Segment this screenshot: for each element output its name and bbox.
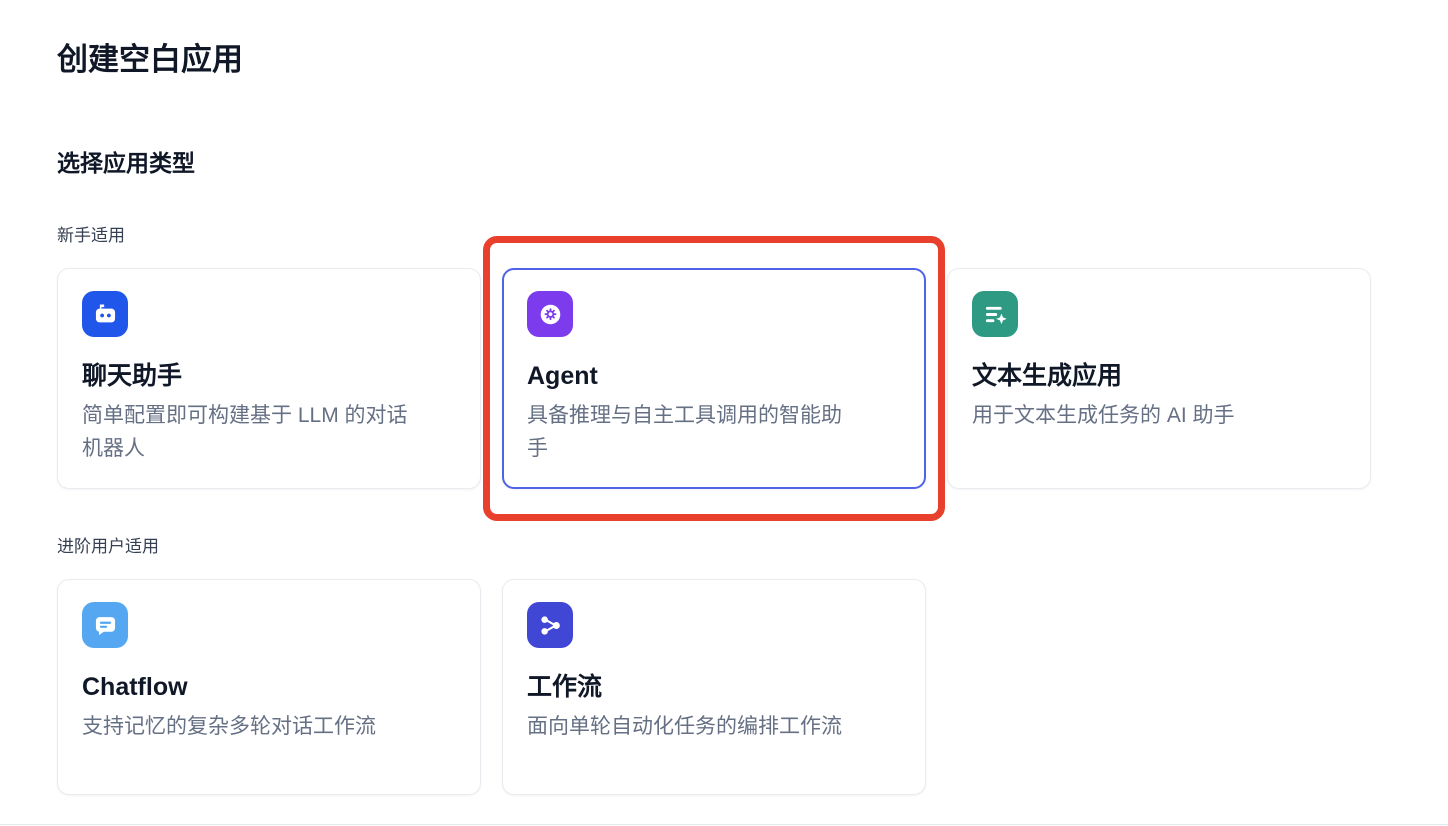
group-label-advanced: 进阶用户适用 xyxy=(57,537,159,556)
card-description-chatflow: 支持记忆的复杂多轮对话工作流 xyxy=(82,715,376,738)
bottom-divider xyxy=(0,824,1448,825)
advanced-cards-row: Chatflow 支持记忆的复杂多轮对话工作流 工作流 面向单轮自动化任务的编排… xyxy=(57,579,1391,795)
page-title: 创建空白应用 xyxy=(57,42,243,77)
chatflow-icon xyxy=(82,602,128,648)
text-generator-icon xyxy=(972,291,1018,337)
agent-card-slot: Agent 具备推理与自主工具调用的智能助手 xyxy=(483,236,945,521)
card-title-agent: Agent xyxy=(527,362,598,390)
card-title-chat-assistant: 聊天助手 xyxy=(82,362,183,390)
group-label-beginner: 新手适用 xyxy=(57,226,125,245)
card-title-chatflow: Chatflow xyxy=(82,673,188,701)
card-title-text-generator: 文本生成应用 xyxy=(972,362,1123,390)
app-type-card-chatflow[interactable]: Chatflow 支持记忆的复杂多轮对话工作流 xyxy=(57,579,481,795)
beginner-cards-row: 聊天助手 简单配置即可构建基于 LLM 的对话机器人 xyxy=(57,236,1391,521)
chat-assistant-icon xyxy=(82,291,128,337)
card-description-agent: 具备推理与自主工具调用的智能助手 xyxy=(527,404,842,460)
card-description-text-generator: 用于文本生成任务的 AI 助手 xyxy=(972,404,1235,427)
section-heading-app-type: 选择应用类型 xyxy=(57,150,195,176)
agent-icon xyxy=(527,291,573,337)
app-type-card-workflow[interactable]: 工作流 面向单轮自动化任务的编排工作流 xyxy=(502,579,926,795)
card-description-chat-assistant: 简单配置即可构建基于 LLM 的对话机器人 xyxy=(82,404,408,460)
card-title-workflow: 工作流 xyxy=(527,673,603,701)
app-type-card-chat-assistant[interactable]: 聊天助手 简单配置即可构建基于 LLM 的对话机器人 xyxy=(57,268,481,489)
app-type-card-agent[interactable]: Agent 具备推理与自主工具调用的智能助手 xyxy=(502,268,926,489)
app-type-card-text-generator[interactable]: 文本生成应用 用于文本生成任务的 AI 助手 xyxy=(947,268,1371,489)
card-description-workflow: 面向单轮自动化任务的编排工作流 xyxy=(527,715,842,738)
workflow-icon xyxy=(527,602,573,648)
